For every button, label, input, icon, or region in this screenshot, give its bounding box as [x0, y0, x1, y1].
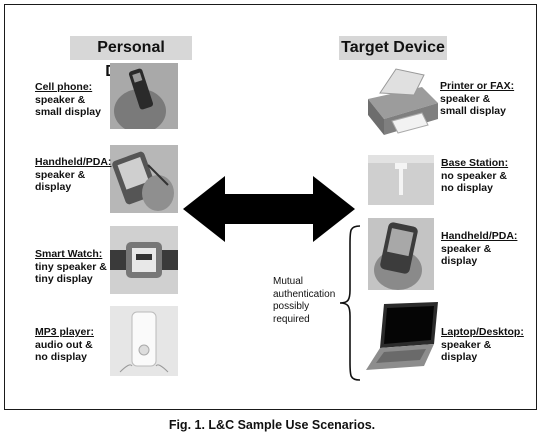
device-title: Printer or FAX: [440, 80, 515, 92]
personal-device-label-cell-phone: Cell phone: speaker & small display [35, 81, 105, 119]
printer-photo [362, 63, 440, 141]
personal-device-label-mp3: MP3 player: audio out & no display [35, 326, 109, 364]
mp3-player-photo [110, 306, 178, 376]
pda-icon [110, 145, 178, 213]
smart-watch-photo [110, 226, 178, 294]
device-title: Handheld/PDA: [35, 156, 112, 168]
target-device-label-laptop: Laptop/Desktop: speaker & display [441, 326, 535, 364]
device-desc: speaker & small display [440, 92, 506, 118]
pda-photo-right [368, 218, 434, 290]
pda-photo-left [110, 145, 178, 213]
device-desc: speaker & small display [35, 93, 101, 119]
device-title: Base Station: [441, 157, 509, 169]
device-desc: speaker & display [441, 338, 492, 364]
double-arrow-icon [183, 176, 355, 242]
personal-device-label-pda: Handheld/PDA: speaker & display [35, 156, 112, 194]
target-device-label-base-station: Base Station: no speaker & no display [441, 157, 531, 195]
curly-bracket-icon [339, 225, 361, 381]
cell-phone-icon [110, 63, 178, 129]
cell-phone-photo [110, 63, 178, 129]
base-station-icon [368, 155, 434, 205]
base-station-photo [368, 155, 434, 205]
device-title: Cell phone: [35, 81, 93, 93]
device-title: MP3 player: [35, 326, 94, 338]
figure-caption: Fig. 1. L&C Sample Use Scenarios. [168, 418, 376, 432]
personal-device-header: Personal Device [70, 36, 192, 80]
device-desc: audio out & no display [35, 338, 93, 364]
printer-icon [362, 63, 440, 141]
device-desc: no speaker & no display [441, 169, 507, 195]
device-desc: tiny speaker & tiny display [35, 260, 107, 286]
personal-device-label-smart-watch: Smart Watch: tiny speaker & tiny display [35, 248, 111, 286]
device-title: Smart Watch: [35, 248, 103, 260]
target-device-label-pda: Handheld/PDA: speaker & display [441, 230, 531, 268]
device-desc: speaker & display [35, 168, 86, 194]
device-title: Handheld/PDA: [441, 230, 518, 242]
mutual-authentication-note: Mutual authentication possibly required [273, 276, 336, 325]
device-title: Laptop/Desktop: [441, 326, 524, 338]
laptop-icon [364, 298, 440, 374]
smart-watch-icon [110, 226, 178, 294]
target-device-header: Target Device [339, 36, 447, 60]
target-device-label-printer: Printer or FAX: speaker & small display [440, 80, 530, 118]
pda-icon [368, 218, 434, 290]
mp3-player-icon [110, 306, 178, 376]
laptop-photo [364, 298, 440, 374]
device-desc: speaker & display [441, 242, 492, 268]
